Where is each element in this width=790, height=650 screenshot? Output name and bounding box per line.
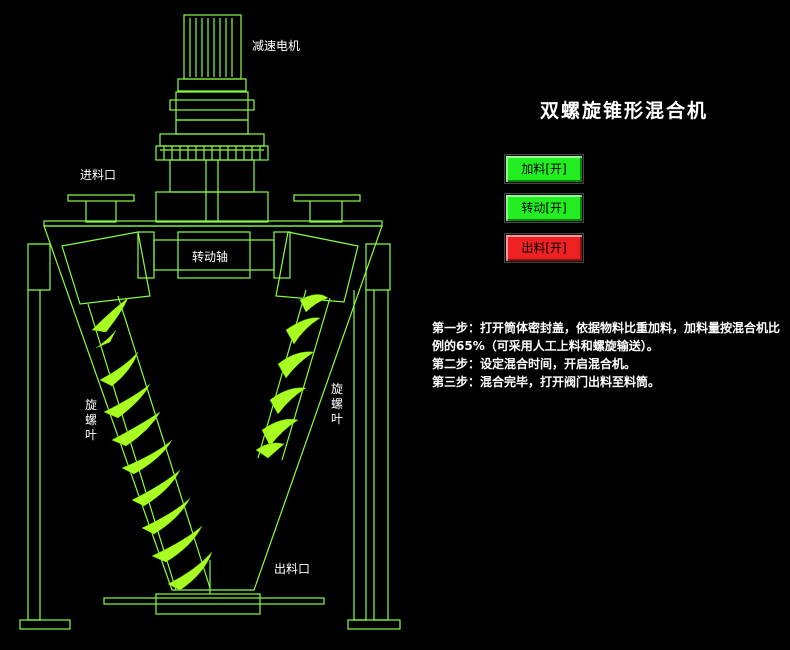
step-3: 第三步：混合完毕，打开阀门出料至料筒。	[432, 375, 661, 389]
instructions: 第一步：打开筒体密封盖，依据物料比重加料，加料量按混合机比例的65%（可采用人工…	[432, 319, 787, 391]
right-screw-flights	[255, 294, 329, 459]
discharge-button[interactable]: 出料[开]	[505, 234, 583, 262]
motor-icon	[177, 14, 247, 92]
screw-blade-left-label: 旋螺叶	[84, 398, 97, 442]
support-legs	[19, 290, 401, 630]
inlet-right-icon	[293, 194, 361, 223]
feed-button[interactable]: 加料[开]	[505, 155, 583, 183]
screw-blade-right-label: 旋螺叶	[330, 382, 343, 426]
inlet-left-icon	[67, 194, 135, 223]
rotate-button[interactable]: 转动[开]	[505, 194, 583, 222]
left-gear-housing	[61, 231, 151, 305]
step-1: 第一步：打开筒体密封盖，依据物料比重加料，加料量按混合机比例的65%（可采用人工…	[432, 321, 781, 353]
left-screw-flights	[91, 297, 213, 591]
motor-label: 减速电机	[252, 39, 301, 53]
page-title: 双螺旋锥形混合机	[540, 100, 709, 122]
reducer-icon	[155, 91, 269, 223]
bottom-plate	[103, 597, 325, 605]
outlet-label: 出料口	[274, 562, 311, 576]
inlet-label: 进料口	[80, 168, 117, 182]
right-gear-housing	[275, 231, 359, 303]
outlet-valve	[155, 593, 261, 615]
left-screw-shaft	[87, 303, 177, 591]
drive-shaft-label: 转动轴	[192, 250, 229, 264]
step-2: 第二步：设定混合时间，开启混合机。	[432, 357, 637, 371]
